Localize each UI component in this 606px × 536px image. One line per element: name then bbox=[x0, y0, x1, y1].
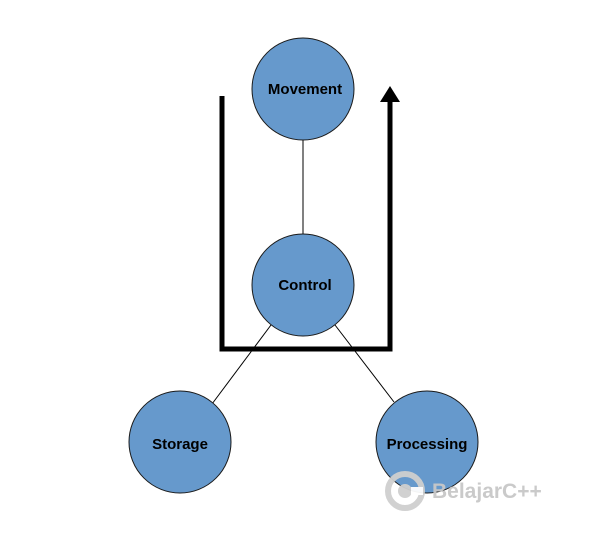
node-movement: Movement bbox=[251, 37, 355, 141]
flow-arrow-line bbox=[219, 96, 393, 352]
node-movement-circle bbox=[251, 37, 355, 141]
watermark-text: BelajarC++ bbox=[432, 480, 542, 503]
node-control: Control bbox=[251, 233, 355, 337]
node-storage-label: Storage bbox=[152, 436, 208, 453]
watermark: BelajarC++ bbox=[385, 471, 542, 511]
node-processing-label: Processing bbox=[387, 436, 468, 453]
edge-control-processing bbox=[334, 324, 395, 403]
edge-control-storage bbox=[211, 324, 272, 405]
node-control-circle bbox=[251, 233, 355, 337]
node-storage-circle bbox=[128, 390, 232, 494]
node-control-label: Control bbox=[278, 277, 331, 294]
node-movement-label: Movement bbox=[268, 81, 342, 98]
node-processing-circle bbox=[375, 390, 479, 494]
node-storage: Storage bbox=[128, 390, 232, 494]
node-processing: Processing bbox=[375, 390, 479, 494]
belajarcpp-logo-icon bbox=[385, 471, 425, 511]
flow-arrow-head bbox=[380, 86, 400, 102]
